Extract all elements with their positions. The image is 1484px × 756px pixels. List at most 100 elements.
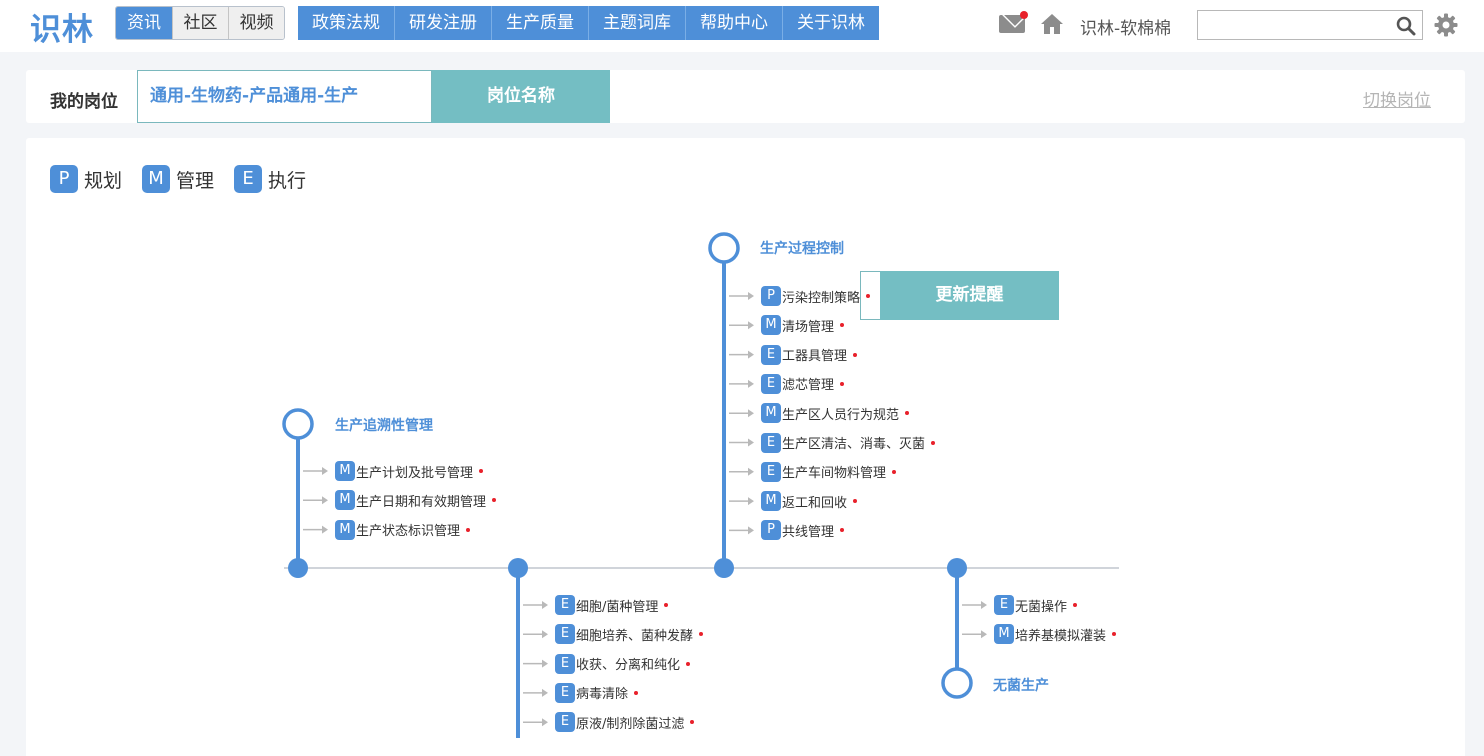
legend: P 规划 M 管理 E 执行	[50, 165, 326, 193]
content-type-switch: 资讯 社区 视频	[115, 6, 285, 40]
top-bar: 识林 资讯 社区 视频 政策法规 研发注册 生产质量 主题词库 帮助中心 关于识…	[0, 0, 1484, 52]
item-type-badge: E	[555, 595, 575, 615]
item-label: 收获、分离和纯化	[576, 658, 681, 674]
branch-title[interactable]: 生产过程控制	[760, 241, 844, 257]
connector-arrow	[748, 379, 754, 388]
item-type-badge: E	[555, 682, 575, 703]
branch-title[interactable]: 生产追溯性管理	[335, 418, 433, 434]
branch-node	[508, 558, 528, 578]
nav-rd-registration[interactable]: 研发注册	[394, 6, 491, 40]
segment-news[interactable]: 资讯	[116, 7, 172, 39]
item-type-badge: E	[761, 461, 781, 482]
user-name[interactable]: 识林-软棉棉	[1080, 19, 1172, 39]
item-type-badge: P	[761, 286, 781, 306]
update-dot	[1112, 632, 1117, 637]
update-dot	[664, 603, 669, 607]
item-label: 细胞培养、菌种发酵	[576, 628, 694, 644]
item-type-badge: M	[761, 403, 781, 424]
branch-node	[947, 558, 967, 578]
connector-arrow	[542, 630, 548, 639]
search-icon[interactable]	[1396, 16, 1416, 36]
connector-arrow	[748, 467, 754, 476]
update-dot	[853, 352, 858, 357]
legend-badge-e: E	[234, 165, 263, 193]
position-callout: 岗位名称	[432, 70, 610, 123]
connector-arrow	[748, 497, 754, 506]
item-type-badge: M	[994, 624, 1014, 645]
update-dot	[840, 381, 845, 386]
position-value: 通用-生物药-产品通用-生产	[137, 70, 432, 123]
branch-title[interactable]: 无菌生产	[993, 678, 1049, 694]
branch-ring	[708, 232, 740, 264]
connector-arrow	[748, 526, 754, 535]
search-input[interactable]	[1198, 11, 1388, 39]
item-label: 生产车间物料管理	[782, 466, 887, 482]
nav-policy[interactable]: 政策法规	[312, 13, 380, 33]
connector-arrow	[748, 321, 754, 330]
update-dot	[892, 469, 897, 474]
logo[interactable]: 识林	[30, 12, 94, 48]
item-label: 细胞/菌种管理	[576, 599, 659, 615]
update-callout: 更新提醒	[880, 271, 1059, 320]
item-label: 培养基模拟灌装	[1015, 628, 1107, 644]
nav-about[interactable]: 关于识林	[782, 6, 879, 40]
connector-arrow	[748, 292, 754, 300]
item-type-badge: M	[335, 519, 355, 540]
item-type-badge: M	[761, 315, 781, 336]
item-type-badge: E	[994, 595, 1014, 615]
connector-arrow	[981, 601, 987, 609]
connector-arrow	[542, 659, 548, 668]
item-label: 工器具管理	[782, 349, 848, 365]
mail-icon[interactable]	[999, 15, 1025, 33]
legend-label-execute: 执行	[268, 169, 307, 192]
update-dot	[866, 294, 871, 298]
connector-arrow	[981, 630, 987, 639]
item-label: 原液/制剂除菌过滤	[576, 716, 685, 732]
update-dot	[686, 661, 691, 666]
item-type-badge: E	[555, 653, 575, 674]
main-nav: 政策法规 研发注册 生产质量 主题词库 帮助中心 关于识林	[298, 6, 879, 40]
update-dot	[905, 411, 910, 416]
segment-community[interactable]: 社区	[172, 7, 228, 39]
connector-arrow	[542, 718, 548, 727]
item-label: 清场管理	[782, 319, 835, 335]
connector-arrow	[748, 350, 754, 359]
item-label: 滤芯管理	[782, 378, 835, 394]
item-type-badge: M	[335, 490, 355, 511]
segment-video[interactable]: 视频	[228, 7, 284, 39]
nav-glossary[interactable]: 主题词库	[588, 6, 685, 40]
switch-position-link[interactable]: 切换岗位	[1363, 91, 1431, 111]
connector-arrow	[322, 467, 328, 475]
home-icon[interactable]	[1040, 13, 1064, 35]
gear-icon[interactable]	[1434, 13, 1458, 37]
item-type-badge: E	[555, 624, 575, 645]
update-dot	[634, 690, 639, 695]
item-type-badge: P	[761, 520, 781, 541]
nav-production-quality[interactable]: 生产质量	[491, 6, 588, 40]
item-type-badge: M	[761, 491, 781, 512]
item-type-badge: M	[335, 461, 355, 481]
nav-help[interactable]: 帮助中心	[685, 6, 782, 40]
update-dot	[699, 632, 704, 637]
connector-arrow	[322, 496, 328, 505]
